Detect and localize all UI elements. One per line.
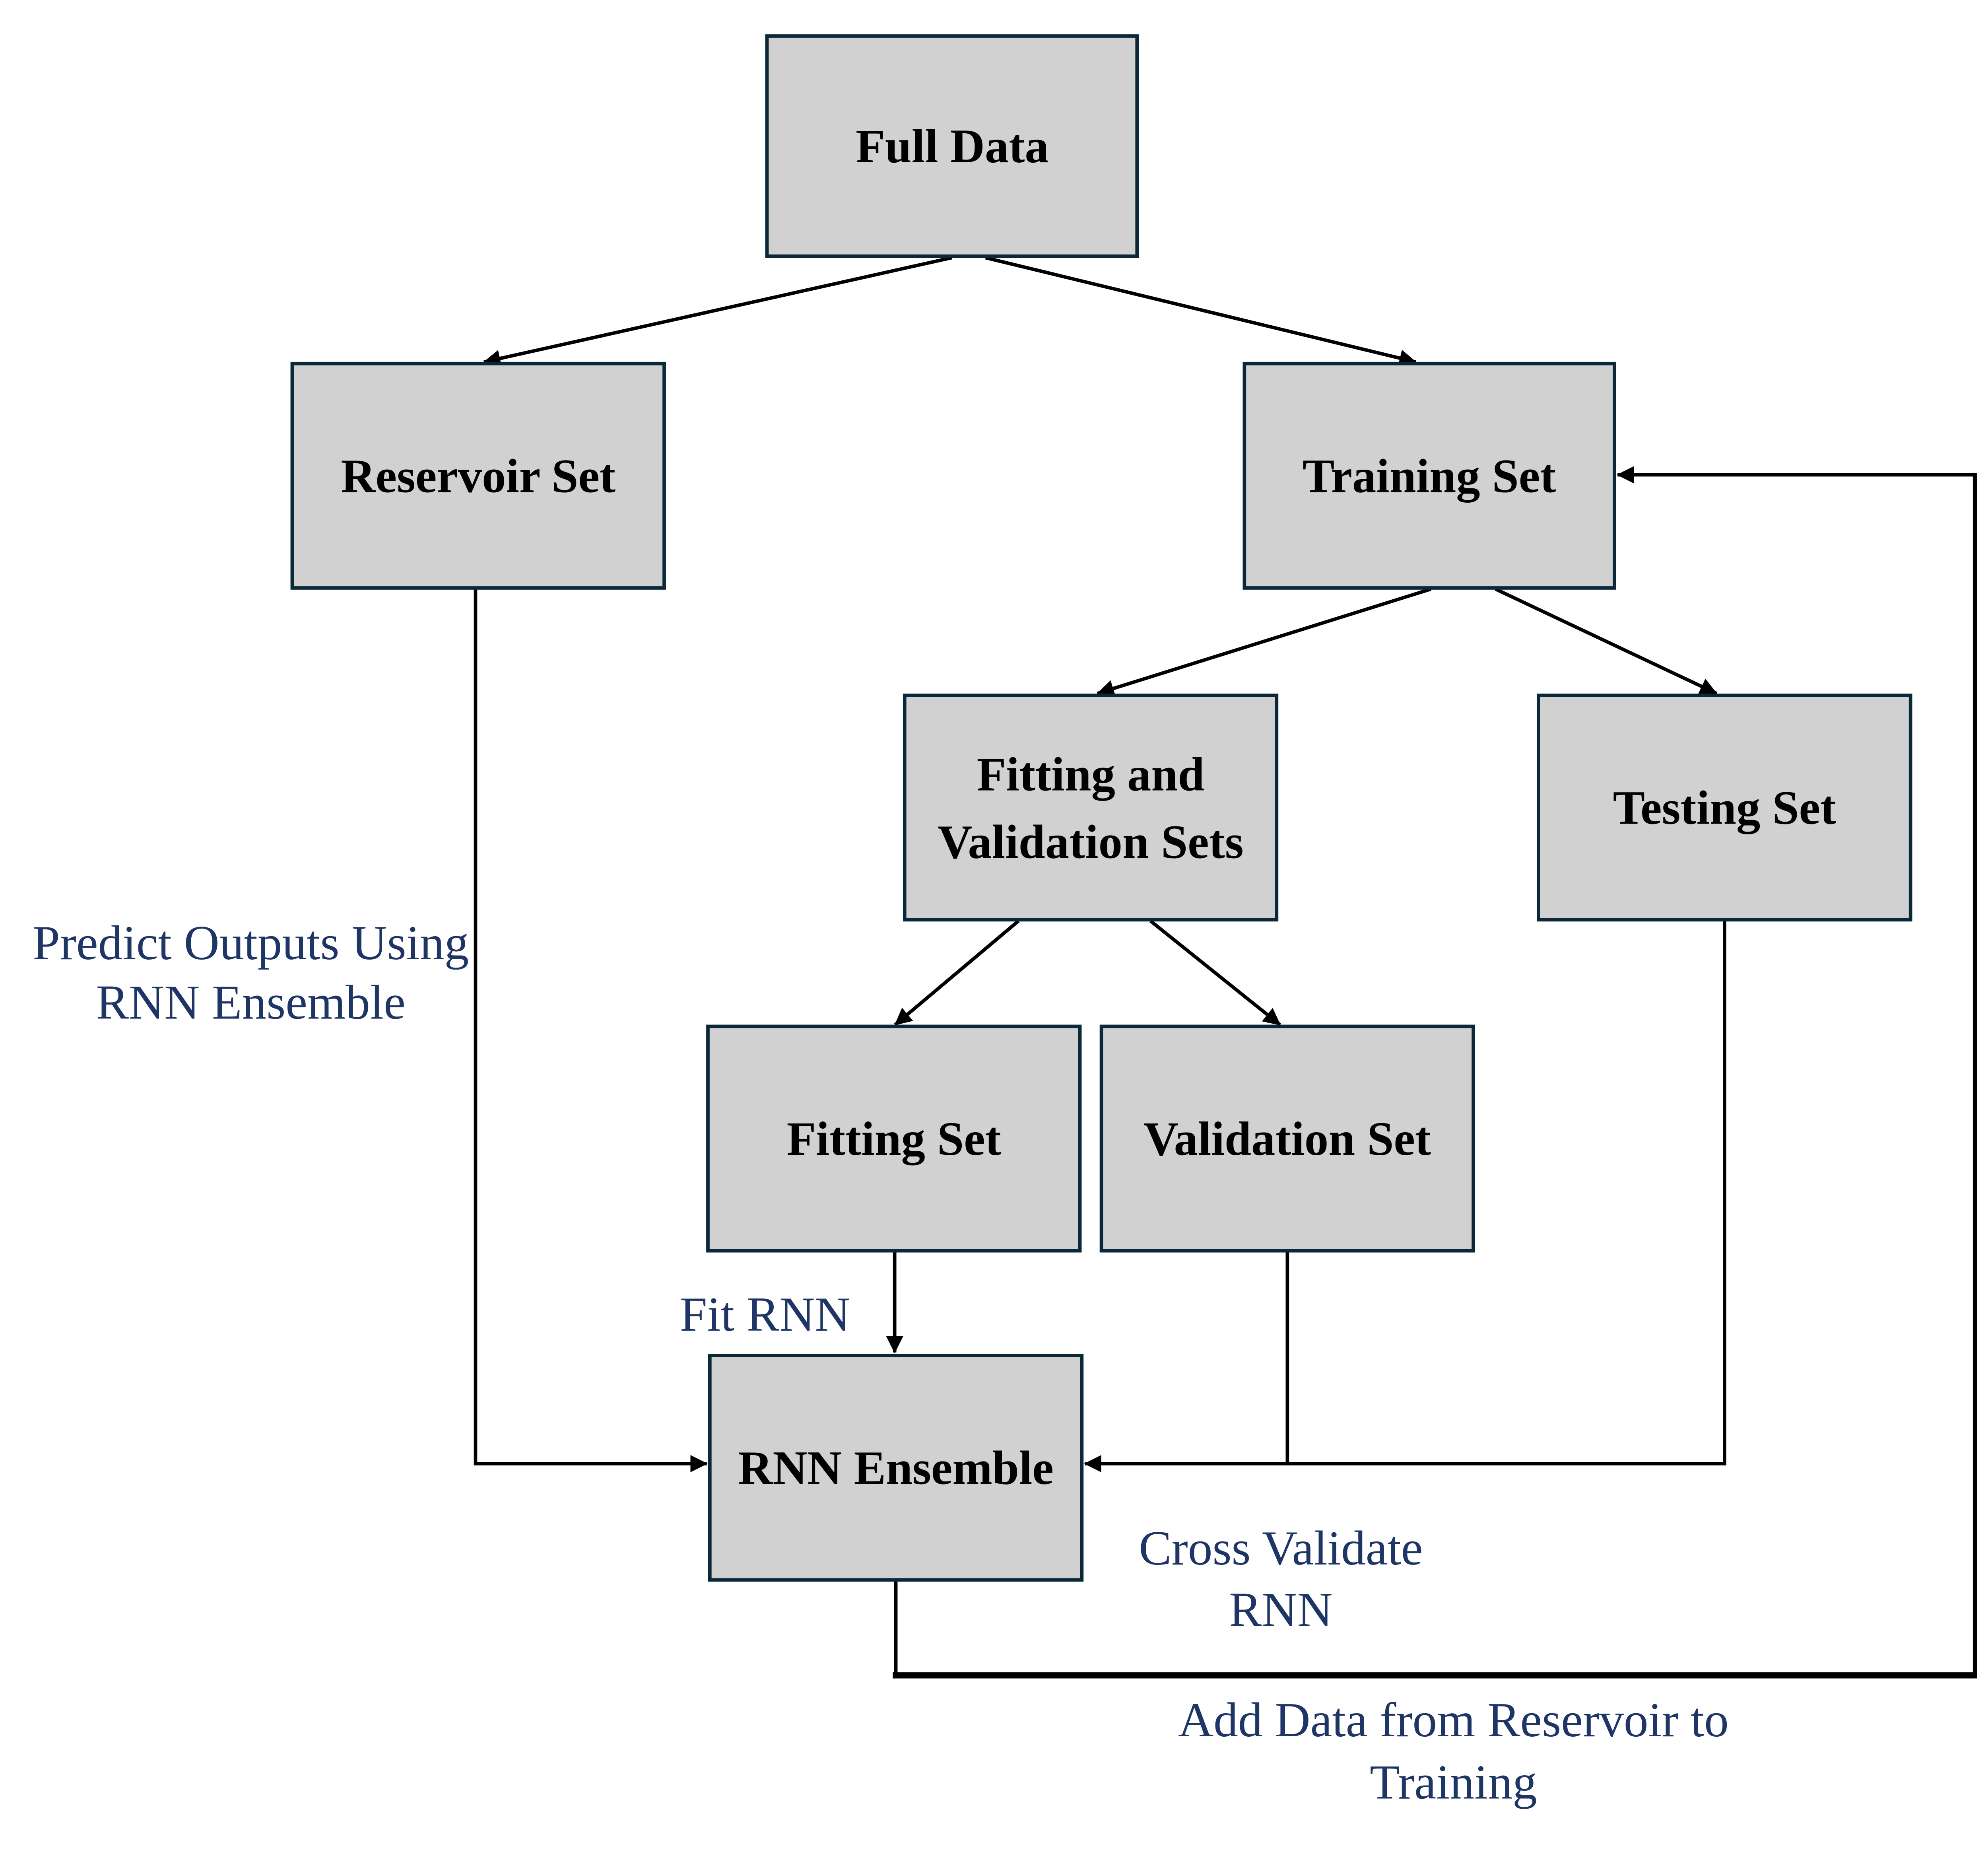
node-full-data: Full Data xyxy=(765,34,1139,258)
edge-fulldata-to-training xyxy=(985,256,1417,367)
node-validation-set-box xyxy=(1099,1024,1475,1253)
annotation-predict-outputs: Predict Outputs Using RNN Ensemble xyxy=(33,915,469,1029)
edge-fulldata-to-reservoir xyxy=(483,256,952,367)
node-fitting-validation-sets-label-line1: Fitting and xyxy=(977,748,1205,801)
node-testing-set-box xyxy=(1537,694,1912,922)
node-full-data-box xyxy=(765,34,1139,258)
annotation-predict-outputs-line1: Predict Outputs Using xyxy=(33,915,469,970)
annotation-cross-validate-line2: RNN xyxy=(1229,1582,1333,1636)
node-testing-set-label: Testing Set xyxy=(1613,782,1837,835)
node-testing-set: Testing Set xyxy=(1537,694,1912,922)
annotation-fit-rnn: Fit RNN xyxy=(680,1287,850,1341)
annotation-add-data: Add Data from Reservoir to Training xyxy=(1178,1693,1729,1809)
node-validation-set: Validation Set xyxy=(1099,1024,1475,1253)
annotation-add-data-line2: Training xyxy=(1370,1755,1537,1809)
node-fitting-set: Fitting Set xyxy=(706,1024,1082,1253)
edge-fittingvalidation-to-fitting xyxy=(894,919,1020,1026)
annotation-cross-validate: Cross Validate RNN xyxy=(1139,1521,1423,1636)
node-training-set: Training Set xyxy=(1242,361,1616,590)
edge-fittingvalidation-to-validation xyxy=(1149,919,1281,1026)
edge-training-to-fittingvalidation xyxy=(1097,587,1431,697)
node-fitting-validation-sets-label-line2: Validation Sets xyxy=(938,816,1243,869)
node-training-set-box xyxy=(1242,361,1616,590)
node-rnn-ensemble-label: RNN Ensemble xyxy=(738,1442,1054,1495)
annotation-fit-rnn-label: Fit RNN xyxy=(680,1287,850,1341)
node-fitting-validation-sets-box xyxy=(903,694,1279,922)
node-training-set-label: Training Set xyxy=(1303,450,1556,503)
node-reservoir-set-box xyxy=(290,361,666,590)
annotation-cross-validate-line1: Cross Validate xyxy=(1139,1521,1423,1575)
annotation-add-data-line1: Add Data from Reservoir to xyxy=(1178,1693,1729,1747)
annotation-predict-outputs-line2: RNN Ensemble xyxy=(96,975,406,1030)
edge-training-to-testing xyxy=(1495,587,1718,695)
node-reservoir-set-label: Reservoir Set xyxy=(341,450,615,503)
edges xyxy=(474,256,1977,1679)
edge-reservoir-to-rnn xyxy=(474,589,708,1473)
node-validation-set-label: Validation Set xyxy=(1144,1113,1431,1166)
node-fitting-set-box xyxy=(706,1024,1082,1253)
node-fitting-validation-sets: Fitting and Validation Sets xyxy=(903,694,1279,922)
node-rnn-ensemble: RNN Ensemble xyxy=(708,1354,1084,1582)
node-fitting-set-label: Fitting Set xyxy=(787,1113,1001,1166)
node-rnn-ensemble-box xyxy=(708,1354,1084,1582)
node-full-data-label: Full Data xyxy=(856,120,1049,173)
edge-testing-to-rnn xyxy=(1084,921,1726,1473)
node-reservoir-set: Reservoir Set xyxy=(290,361,666,590)
